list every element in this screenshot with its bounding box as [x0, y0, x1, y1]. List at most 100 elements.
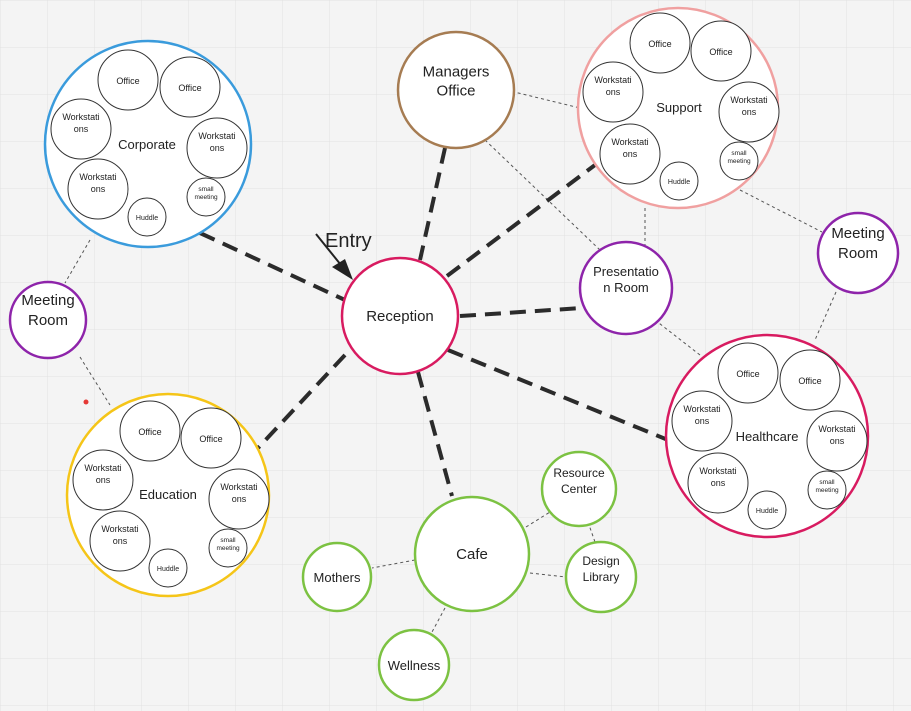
svg-text:Office: Office — [199, 434, 222, 444]
link-reception-support — [445, 163, 597, 278]
link-reception-education — [256, 353, 347, 450]
link-reception-presentation — [459, 306, 583, 318]
svg-text:Office: Office — [648, 39, 671, 49]
link-managers-support — [505, 89, 581, 109]
room-office-1: Office — [97, 49, 159, 111]
link-meeting-right-healthcare — [814, 291, 837, 341]
cluster-corporate-label: Corporate — [118, 137, 176, 152]
cafe-label: Cafe — [456, 546, 488, 563]
room-huddle: Huddle — [747, 490, 787, 530]
room-office-2: Office — [180, 407, 242, 469]
node-wellness[interactable]: Wellness — [377, 628, 451, 702]
red-dot-marker — [83, 399, 89, 405]
room-office-2: Office — [779, 349, 841, 411]
room-huddle: Huddle — [127, 197, 167, 237]
svg-text:Office: Office — [798, 376, 821, 386]
svg-text:Office: Office — [709, 47, 732, 57]
link-cafe-mothers — [371, 559, 416, 569]
cluster-healthcare-label: Healthcare — [736, 429, 799, 444]
link-corporate-meeting-left — [64, 239, 91, 284]
svg-text:Huddle: Huddle — [136, 215, 158, 222]
node-cafe[interactable]: Cafe — [413, 495, 531, 613]
wellness-label: Wellness — [388, 658, 441, 673]
entry-arrow: Entry — [315, 230, 372, 280]
cluster-education-label: Education — [139, 487, 197, 502]
room-office-2: Office — [159, 56, 221, 118]
svg-text:Office: Office — [736, 369, 759, 379]
thin-connectors — [64, 89, 837, 633]
room-office-1: Office — [119, 400, 181, 462]
room-huddle: Huddle — [148, 548, 188, 588]
room-office-1: Office — [629, 12, 691, 74]
link-managers-presentation — [484, 139, 601, 251]
link-cafe-design — [529, 572, 567, 578]
link-reception-managers — [418, 147, 447, 261]
room-office-2: Office — [690, 20, 752, 82]
link-cafe-resource — [525, 511, 551, 528]
svg-text:Huddle: Huddle — [668, 179, 690, 186]
room-office-1: Office — [717, 342, 779, 404]
node-reception[interactable]: Reception — [340, 256, 460, 376]
node-mothers[interactable]: Mothers — [301, 541, 373, 613]
link-reception-cafe — [416, 371, 454, 497]
svg-text:Office: Office — [178, 83, 201, 93]
mothers-label: Mothers — [314, 570, 361, 585]
svg-text:Huddle: Huddle — [157, 566, 179, 573]
svg-text:Huddle: Huddle — [756, 508, 778, 515]
svg-text:Office: Office — [116, 76, 139, 86]
entry-label: Entry — [325, 230, 372, 252]
room-huddle: Huddle — [659, 161, 699, 201]
link-cafe-wellness — [431, 607, 446, 633]
link-reception-healthcare — [447, 348, 669, 442]
